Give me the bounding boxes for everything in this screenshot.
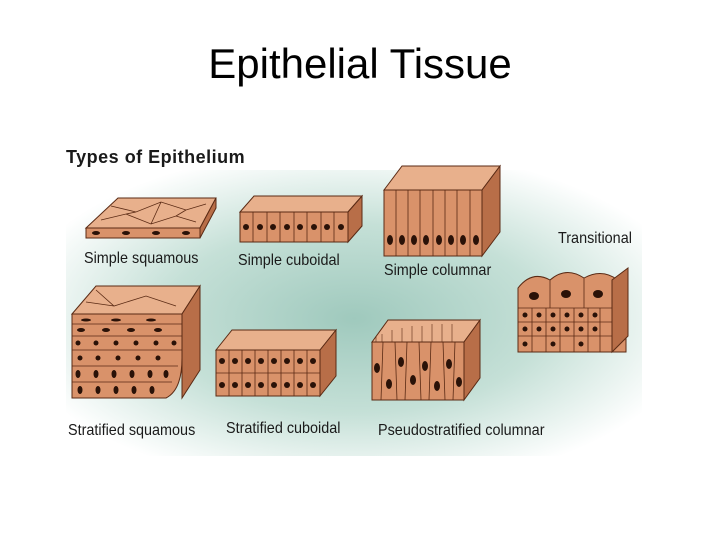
stratified-squamous-illustration (70, 284, 201, 400)
epithelium-illustration (66, 164, 642, 456)
transitional-illustration (517, 267, 629, 354)
label-stratified-cuboidal: Stratified cuboidal (226, 420, 341, 437)
epithelium-figure: Types of Epithelium Simple squamous Simp… (66, 140, 642, 456)
pseudostratified-columnar-illustration (371, 318, 481, 402)
label-simple-cuboidal: Simple cuboidal (238, 252, 340, 269)
label-simple-squamous: Simple squamous (84, 250, 199, 267)
label-simple-columnar: Simple columnar (384, 262, 492, 279)
figure-heading: Types of Epithelium (66, 147, 246, 167)
simple-squamous-illustration (84, 197, 217, 239)
simple-columnar-illustration (383, 164, 501, 258)
slide-title: Epithelial Tissue (208, 40, 512, 87)
stratified-cuboidal-illustration (214, 328, 338, 398)
simple-cuboidal-illustration (238, 194, 364, 244)
label-pseudostratified-columnar: Pseudostratified columnar (378, 422, 545, 439)
label-transitional: Transitional (558, 230, 632, 247)
label-stratified-squamous: Stratified squamous (68, 422, 196, 439)
